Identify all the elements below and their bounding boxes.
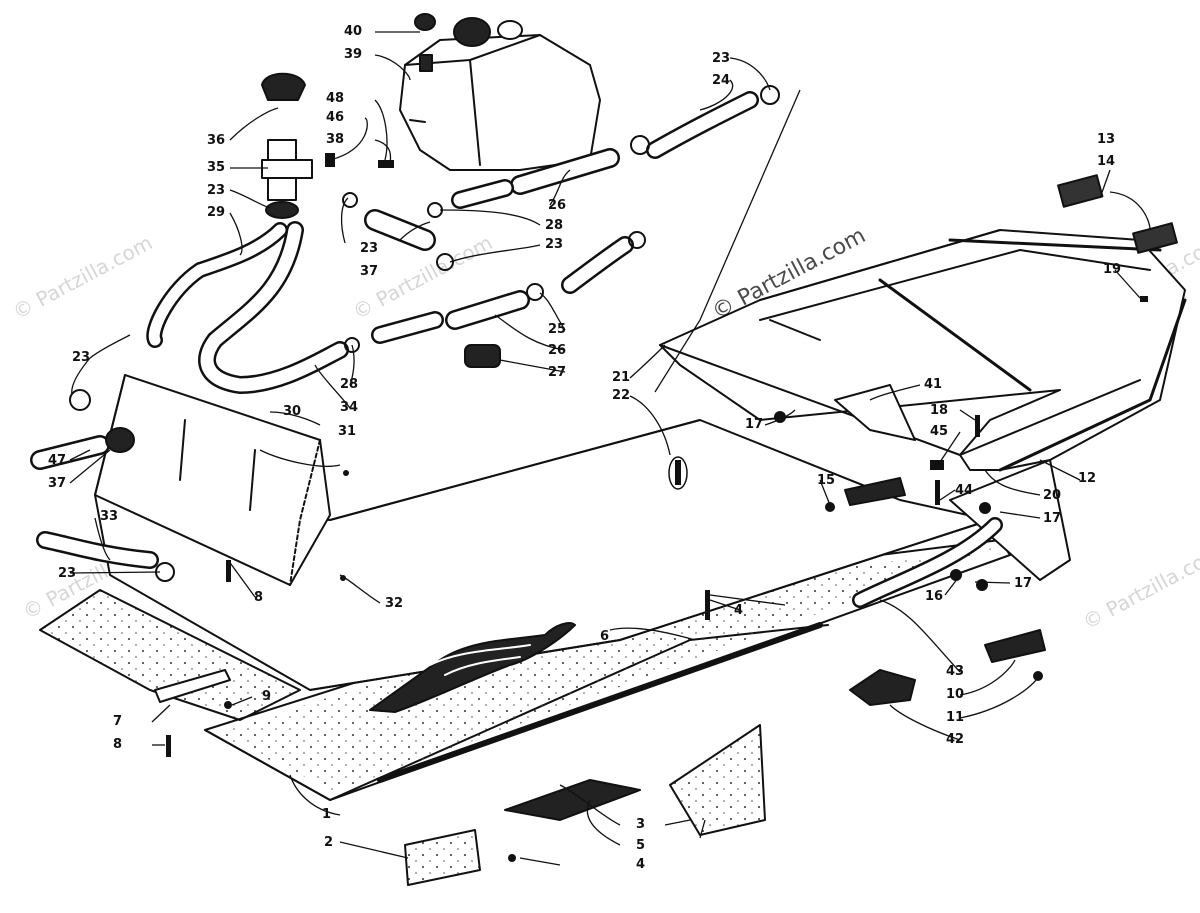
callout-30: 30 [283,404,302,419]
callout-7: 7 [113,714,123,729]
callout-8: 8 [254,590,264,605]
callout-14: 14 [1097,154,1116,169]
callout-17: 17 [1014,576,1033,591]
callout-28: 28 [340,377,359,392]
callout-42: 42 [946,732,965,747]
callout-23: 23 [712,51,731,66]
callout-4: 4 [734,603,744,618]
callout-25: 25 [548,322,567,337]
callout-41: 41 [924,377,943,392]
callout-23: 23 [207,183,226,198]
callout-10: 10 [946,687,965,702]
callout-2: 2 [324,835,334,850]
callout-5: 5 [636,838,646,853]
callout-37: 37 [360,264,379,279]
callout-47: 47 [48,453,67,468]
callout-1: 1 [322,807,332,822]
callout-33: 33 [100,509,119,524]
callout-20: 20 [1043,488,1062,503]
callout-36: 36 [207,133,226,148]
callout-24: 24 [712,73,731,88]
callout-34: 34 [340,400,359,415]
callout-21: 21 [612,370,631,385]
callout-12: 12 [1078,471,1097,486]
callout-8: 8 [113,737,123,752]
callout-16: 16 [925,589,944,604]
callout-39: 39 [344,47,363,62]
callout-3: 3 [636,817,646,832]
callout-22: 22 [612,388,631,403]
callout-27: 27 [548,365,567,380]
callout-17: 17 [1043,511,1062,526]
callout-37: 37 [48,476,67,491]
callout-45: 45 [930,424,949,439]
callout-6: 6 [600,629,610,644]
callout-32: 32 [385,596,404,611]
callout-15: 15 [817,473,836,488]
callout-23: 23 [72,350,91,365]
callout-38: 38 [326,132,345,147]
callout-28: 28 [545,218,564,233]
callout-35: 35 [207,160,226,175]
callout-18: 18 [930,403,949,418]
callout-29: 29 [207,205,226,220]
callout-40: 40 [344,24,363,39]
callout-43: 43 [946,664,965,679]
callout-4: 4 [636,857,646,872]
callout-23: 23 [58,566,77,581]
callout-19: 19 [1103,262,1122,277]
callout-26: 26 [548,343,567,358]
callout-31: 31 [338,424,357,439]
callout-23: 23 [545,237,564,252]
callout-13: 13 [1097,132,1116,147]
callout-48: 48 [326,91,345,106]
callout-46: 46 [326,110,345,125]
callout-23: 23 [360,241,379,256]
callout-44: 44 [955,483,974,498]
callout-26: 26 [548,198,567,213]
callout-9: 9 [262,689,272,704]
callout-17: 17 [745,417,764,432]
callout-11: 11 [946,710,965,725]
